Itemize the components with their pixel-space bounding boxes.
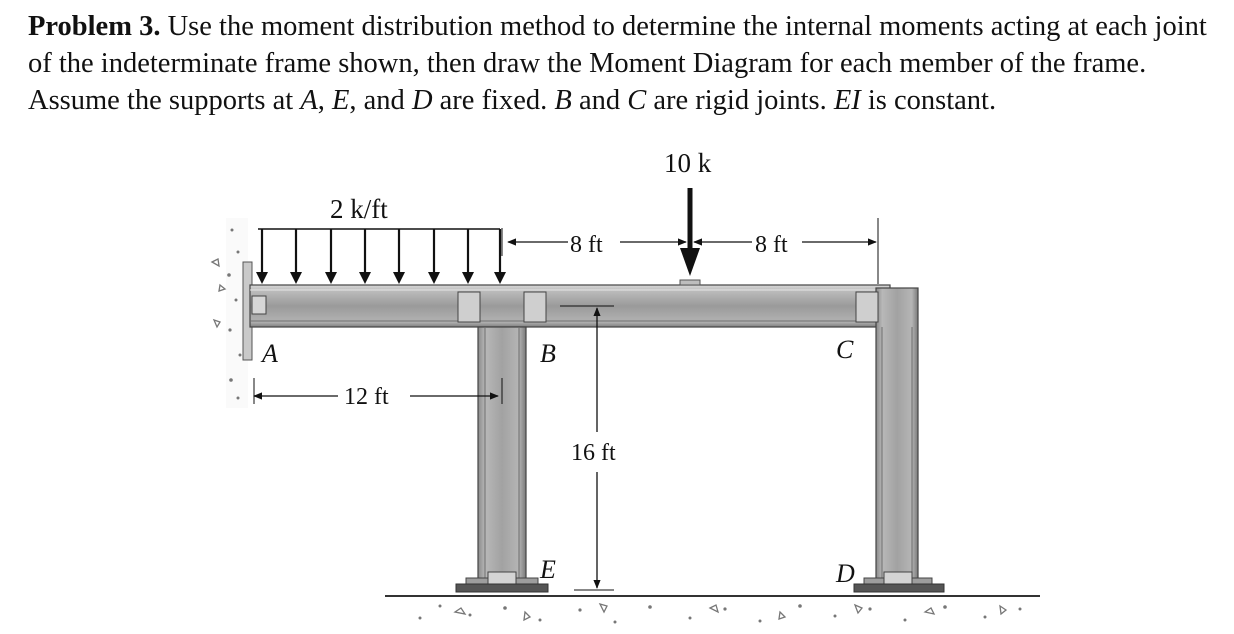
statement-part: are rigid joints. <box>646 85 834 116</box>
column-dc <box>853 287 945 593</box>
distributed-load <box>256 228 506 284</box>
dim-12ft: 12 ft <box>344 384 389 410</box>
var-c: C <box>627 85 647 116</box>
dim-8ft-right: 8 ft <box>755 232 788 258</box>
label-e: E <box>539 555 556 584</box>
label-d: D <box>835 559 855 588</box>
ground <box>385 595 1040 624</box>
wall-support-a <box>210 218 253 408</box>
label-c: C <box>836 335 854 364</box>
point-load-label: 10 k <box>664 148 712 178</box>
beam-ac <box>249 279 891 328</box>
statement-part: , and <box>349 85 412 116</box>
point-load-arrow <box>680 188 700 276</box>
var-ei: EI <box>833 85 861 116</box>
var-e: E <box>331 85 350 116</box>
problem-number: Problem 3. <box>28 11 161 42</box>
dimension-lines <box>253 218 879 591</box>
var-a: A <box>300 85 318 116</box>
dim-8ft-left: 8 ft <box>570 232 603 258</box>
statement-part: is constant. <box>860 85 997 116</box>
statement-part: , <box>317 85 332 116</box>
statement-part: are fixed. <box>432 85 555 116</box>
label-b: B <box>540 339 556 368</box>
problem-statement: Problem 3. Use the moment distribution m… <box>28 8 1218 119</box>
var-b: B <box>554 85 572 116</box>
dim-16ft: 16 ft <box>571 440 616 466</box>
label-a: A <box>260 339 278 368</box>
statement-part: Use the moment distribution method to de… <box>28 11 1207 116</box>
distributed-load-label: 2 k/ft <box>330 194 388 224</box>
var-d: D <box>411 85 433 116</box>
column-eb <box>455 291 549 593</box>
statement-part: and <box>571 85 628 116</box>
